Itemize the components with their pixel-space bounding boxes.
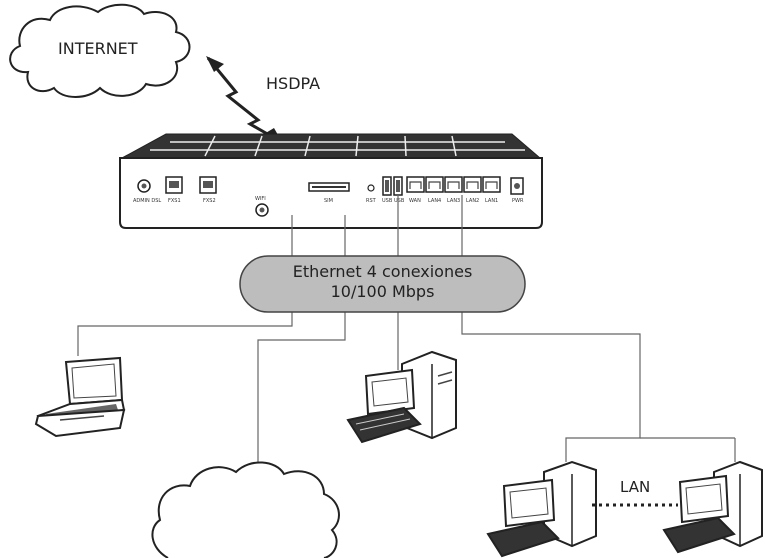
wireless-bolt-icon (206, 57, 279, 142)
lan1-port-icon (482, 176, 501, 193)
hub-label-line2: 10/100 Mbps (330, 282, 435, 301)
lan4-port-icon (425, 176, 444, 193)
router-vents (150, 135, 525, 157)
internet-cloud-shape (9, 3, 191, 98)
lan-pc-right-icon (662, 460, 763, 554)
internet-label: INTERNET (58, 39, 138, 58)
port-label-usb1: USB (382, 198, 393, 204)
wan-port-icon (406, 176, 425, 193)
laptop-icon (34, 356, 126, 438)
router-top (121, 133, 542, 159)
port-label-lan2: LAN2 (466, 198, 479, 204)
hsdpa-label: HSDPA (266, 74, 321, 93)
router-front (119, 157, 543, 229)
port-label-lan4: LAN4 (428, 198, 441, 204)
port-label-wan: WAN (409, 198, 421, 204)
lan-pc-left-icon (486, 460, 597, 558)
port-label-sim: SIM (324, 198, 333, 204)
lan3-port-icon (444, 176, 463, 193)
port-label-lan3: LAN3 (447, 198, 460, 204)
bolt-arrow-top (206, 56, 224, 72)
desktop-pc-icon (346, 350, 457, 444)
hub-label-line1: Ethernet 4 conexiones (292, 262, 473, 281)
lan2-port-icon (463, 176, 482, 193)
connection-lines (77, 195, 736, 470)
port-label-lan1: LAN1 (485, 198, 498, 204)
port-label-admin: ADMIN DSL (133, 198, 161, 204)
router: ADMIN DSL FXS1 FXS2 WIFI SIM RST USB USB… (119, 133, 543, 229)
port-label-pwr: PWR (512, 198, 524, 204)
lan-label: LAN (620, 478, 651, 496)
router-port-labels: ADMIN DSL FXS1 FXS2 WIFI SIM RST USB USB… (133, 196, 524, 204)
port-label-rst: RST (366, 198, 377, 204)
network-cloud-shape (151, 461, 340, 558)
port-label-fxs1: FXS1 (168, 198, 181, 204)
ethernet-ports (406, 176, 501, 193)
port-label-usb2: USB (394, 198, 405, 204)
reset-button-icon (367, 184, 375, 192)
ethernet-hub-shape (239, 255, 526, 313)
port-label-fxs2: FXS2 (203, 198, 216, 204)
port-label-wifi: WIFI (255, 196, 266, 202)
